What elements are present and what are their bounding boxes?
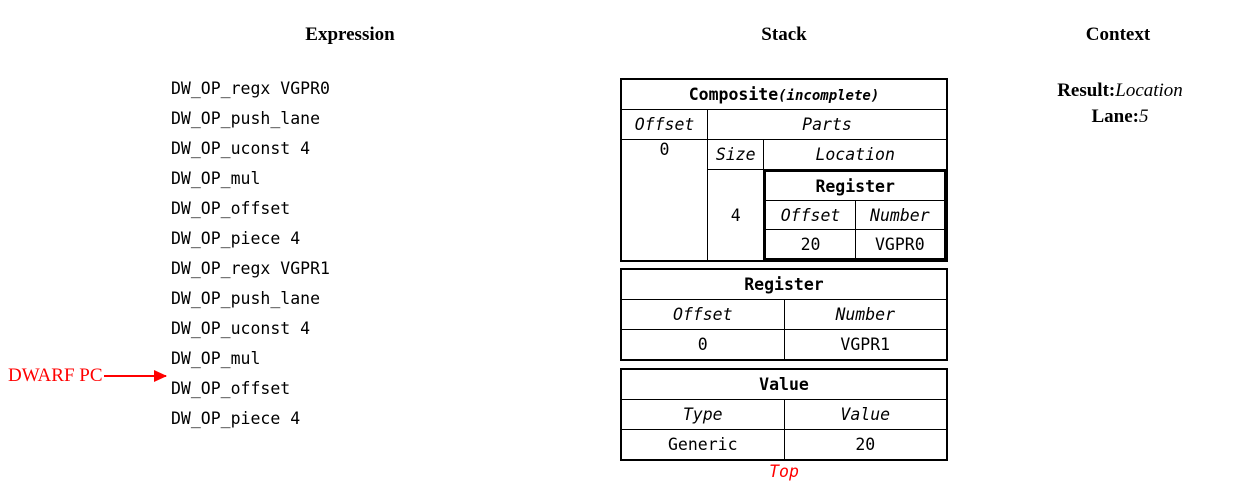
- stack-top-label: Top: [769, 462, 799, 481]
- composite-size-value: 4: [707, 169, 765, 262]
- register-offset-header: Offset: [620, 299, 785, 330]
- expression-op: DW_OP_offset: [171, 199, 291, 218]
- expression-op: DW_OP_uconst 4: [171, 139, 311, 158]
- composite-title-suffix: (incomplete): [778, 88, 880, 104]
- expression-op: DW_OP_piece 4: [171, 409, 301, 428]
- value-title: Value: [620, 368, 948, 400]
- value-type-header: Type: [620, 399, 785, 430]
- dwarf-pc-marker: DWARF PC: [8, 364, 167, 388]
- expression-op: DW_OP_regx VGPR1: [171, 259, 330, 278]
- composite-offset-value: 0: [620, 139, 709, 262]
- context-lane-key: Lane:: [1091, 106, 1140, 127]
- stack-entry-value: Value Type Value Generic 20: [620, 368, 948, 461]
- nested-register-table: Register Offset Number 20 VGPR0: [764, 170, 946, 260]
- stack-entries: Composite(incomplete) Offset Parts 0 Siz…: [620, 78, 950, 481]
- composite-parts-header: Parts: [707, 109, 948, 140]
- expression-op: DW_OP_push_lane: [171, 289, 321, 308]
- register-offset-value: 0: [620, 329, 785, 361]
- value-value-value: 20: [783, 429, 948, 461]
- arrow-right-icon: [103, 370, 167, 382]
- context-block: Result:Location Lane:5: [1000, 78, 1240, 130]
- context-result-line: Result:Location: [1000, 78, 1240, 104]
- nested-register-number-header: Number: [854, 200, 946, 230]
- stack-entry-composite: Composite(incomplete) Offset Parts 0 Siz…: [620, 78, 948, 262]
- column-header-context: Context: [1085, 24, 1151, 45]
- expression-op: DW_OP_regx VGPR0: [171, 79, 330, 98]
- stack-entry-register: Register Offset Number 0 VGPR1: [620, 268, 948, 361]
- value-type-value: Generic: [620, 429, 785, 461]
- nested-register-number-value: VGPR0: [854, 229, 946, 260]
- composite-title: Composite(incomplete): [620, 78, 948, 110]
- expression-op: DW_OP_offset: [171, 379, 291, 398]
- expression-op-list: DW_OP_regx VGPR0 DW_OP_push_lane DW_OP_u…: [171, 74, 330, 434]
- expression-op: DW_OP_mul: [171, 169, 261, 188]
- nested-register-title: Register: [764, 170, 946, 201]
- composite-location-header: Location: [763, 139, 947, 170]
- composite-title-text: Composite: [688, 85, 779, 104]
- value-value-header: Value: [783, 399, 948, 430]
- context-result-value: Location: [1115, 80, 1183, 101]
- composite-location-cell: Register Offset Number 20 VGPR0: [763, 169, 948, 262]
- expression-op: DW_OP_uconst 4: [171, 319, 311, 338]
- composite-size-header: Size: [707, 139, 765, 170]
- nested-register-offset-value: 20: [764, 229, 856, 260]
- context-lane-value: 5: [1139, 106, 1149, 127]
- column-header-stack: Stack: [761, 24, 807, 45]
- expression-op: DW_OP_mul: [171, 349, 261, 368]
- composite-offset-header: Offset: [620, 109, 709, 140]
- column-header-expression: Expression: [305, 24, 395, 45]
- expression-op: DW_OP_piece 4: [171, 229, 301, 248]
- register-title: Register: [620, 268, 948, 300]
- dwarf-pc-label: DWARF PC: [8, 365, 103, 386]
- context-result-key: Result:: [1057, 80, 1116, 101]
- context-lane-line: Lane:5: [1000, 104, 1240, 130]
- register-number-header: Number: [783, 299, 948, 330]
- expression-op: DW_OP_push_lane: [171, 109, 321, 128]
- nested-register-offset-header: Offset: [764, 200, 856, 230]
- register-number-value: VGPR1: [783, 329, 948, 361]
